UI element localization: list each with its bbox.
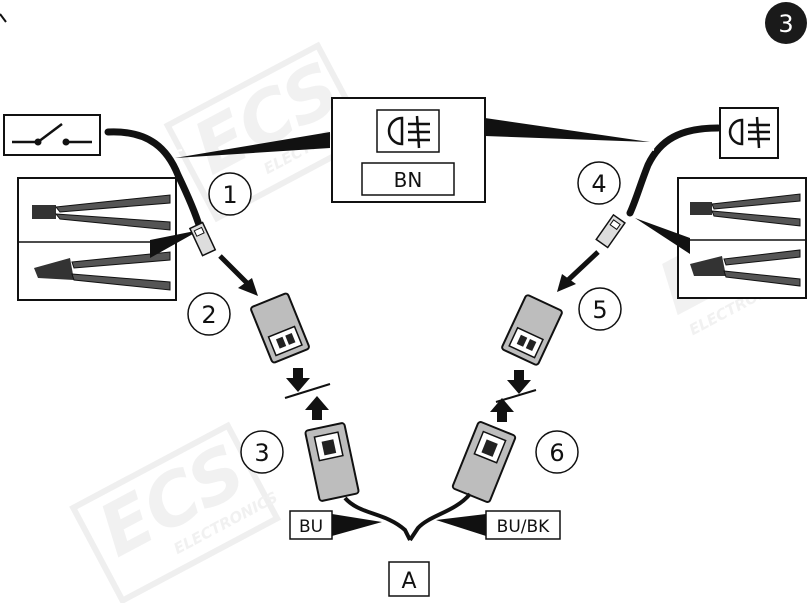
corner-mark xyxy=(0,13,7,23)
switch-box xyxy=(3,114,101,156)
wire-label-bu: BU xyxy=(289,510,382,540)
step-number: 4 xyxy=(591,170,606,198)
mate-arrows-left xyxy=(284,368,331,420)
step-circle-5: 5 xyxy=(578,287,622,331)
wire-left xyxy=(104,128,204,232)
step-number: 2 xyxy=(201,301,216,329)
connector-plug-3 xyxy=(304,422,360,502)
fog-light-box-center: BN xyxy=(331,97,486,203)
crimp-tool-box-left xyxy=(17,177,177,301)
step-circle-3: 3 xyxy=(240,430,284,474)
crimp-pliers-icon xyxy=(690,249,801,287)
connector-housing-2 xyxy=(250,292,310,364)
fog-light-icon xyxy=(387,115,430,149)
step-circle-1: 1 xyxy=(208,172,252,216)
step-number: 6 xyxy=(549,439,564,467)
step-badge-number: 3 xyxy=(778,10,793,38)
switch-icon xyxy=(12,123,92,146)
wire-label-bu-text: BU xyxy=(299,517,323,537)
wire-stripper-icon xyxy=(32,194,171,231)
fog-light-box-right xyxy=(719,107,779,159)
wire-right xyxy=(626,124,722,217)
wire-color-label: BN xyxy=(394,168,423,192)
crimp-tool-box-right xyxy=(677,177,807,299)
arrow-down-left xyxy=(218,254,258,296)
wire-label-bubk: BU/BK xyxy=(436,510,561,540)
connector-plug-6 xyxy=(451,421,517,503)
mate-arrows-right xyxy=(490,370,537,422)
wire-label-bubk-text: BU/BK xyxy=(497,517,550,537)
connector-label-a: A xyxy=(388,561,430,597)
step-circle-6: 6 xyxy=(535,430,579,474)
wire-stripper-icon xyxy=(690,193,801,227)
tool-pointer-left xyxy=(150,230,200,258)
terminal-left xyxy=(188,221,217,257)
harness-wire-bu xyxy=(343,496,412,541)
connector-label-text: A xyxy=(401,569,416,594)
fog-light-icon xyxy=(728,116,770,149)
wedge-left xyxy=(175,132,330,158)
tool-pointer-right xyxy=(635,218,690,254)
step-number: 3 xyxy=(254,439,269,467)
arrow-down-right xyxy=(557,250,600,292)
step-badge: 3 xyxy=(765,2,807,44)
step-circle-4: 4 xyxy=(577,161,621,205)
harness-wire-bubk xyxy=(408,492,472,542)
crimp-pliers-icon xyxy=(34,251,171,291)
step-circle-2: 2 xyxy=(187,292,231,336)
wedge-right xyxy=(485,118,650,142)
connector-housing-5 xyxy=(501,294,563,366)
terminal-right xyxy=(595,213,626,249)
watermark-logo: ECS xyxy=(86,428,259,573)
step-number: 1 xyxy=(222,181,237,209)
step-number: 5 xyxy=(592,296,607,324)
